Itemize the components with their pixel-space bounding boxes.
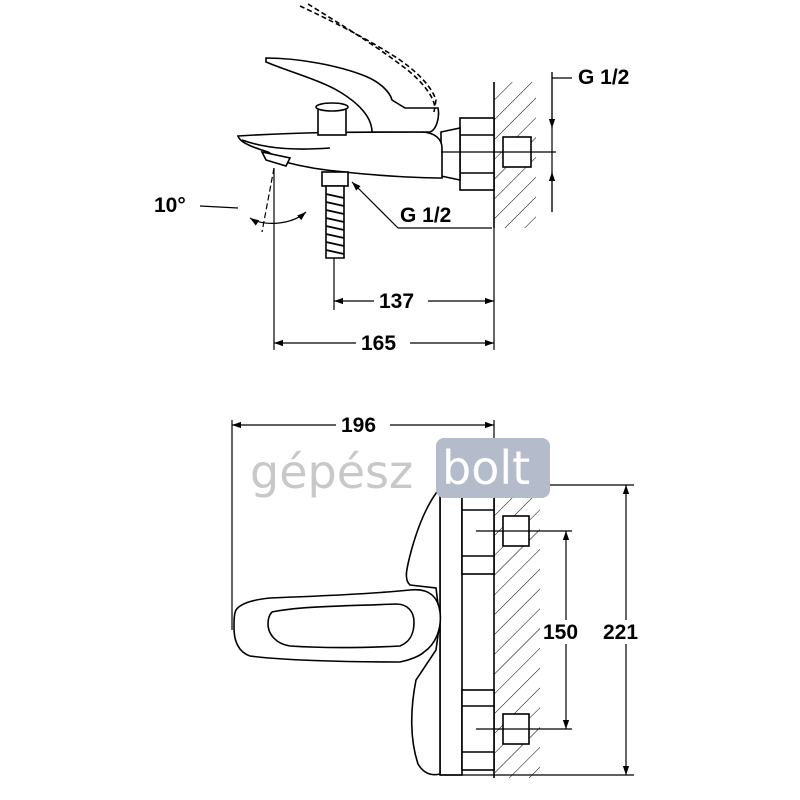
- side-lever-closed: [265, 57, 440, 133]
- dimension-165-label: 165: [361, 332, 396, 355]
- front-view: [231, 420, 634, 778]
- watermark-word-2: bolt: [442, 441, 530, 495]
- dimension-196-label: 196: [341, 414, 376, 437]
- side-spout-outlet: [260, 150, 292, 167]
- side-wall: [493, 82, 536, 228]
- watermark-logo: gépész bolt: [250, 438, 550, 499]
- dimension-221-label: 221: [603, 621, 638, 644]
- side-angle-marker: [199, 167, 307, 350]
- front-upper-nut: [461, 493, 495, 575]
- side-diverter-knob: [315, 102, 349, 136]
- side-view: [199, 3, 572, 350]
- side-hex-nut: [440, 117, 495, 191]
- thread-label-top: G 1/2: [578, 66, 629, 89]
- side-mixer-body: [236, 131, 443, 179]
- watermark-badge: [436, 438, 550, 498]
- side-thread-leader-bottom: [351, 181, 492, 229]
- front-lever: [233, 588, 442, 663]
- front-mounting-block: [439, 484, 463, 776]
- side-body-contour: [241, 139, 331, 150]
- dimension-150-label: 150: [543, 621, 578, 644]
- front-mixer-body: [405, 485, 441, 776]
- side-hose-connector: [321, 171, 349, 259]
- side-thread-dimension-top: [548, 72, 572, 212]
- dimension-137-label: 137: [379, 290, 414, 313]
- watermark-word-1: gépész: [250, 445, 413, 499]
- front-lower-nut: [461, 689, 495, 771]
- side-lever-open: [299, 5, 437, 113]
- angle-label: 10°: [154, 194, 186, 217]
- thread-label-bottom: G 1/2: [400, 204, 451, 227]
- front-lever-inset: [267, 603, 415, 649]
